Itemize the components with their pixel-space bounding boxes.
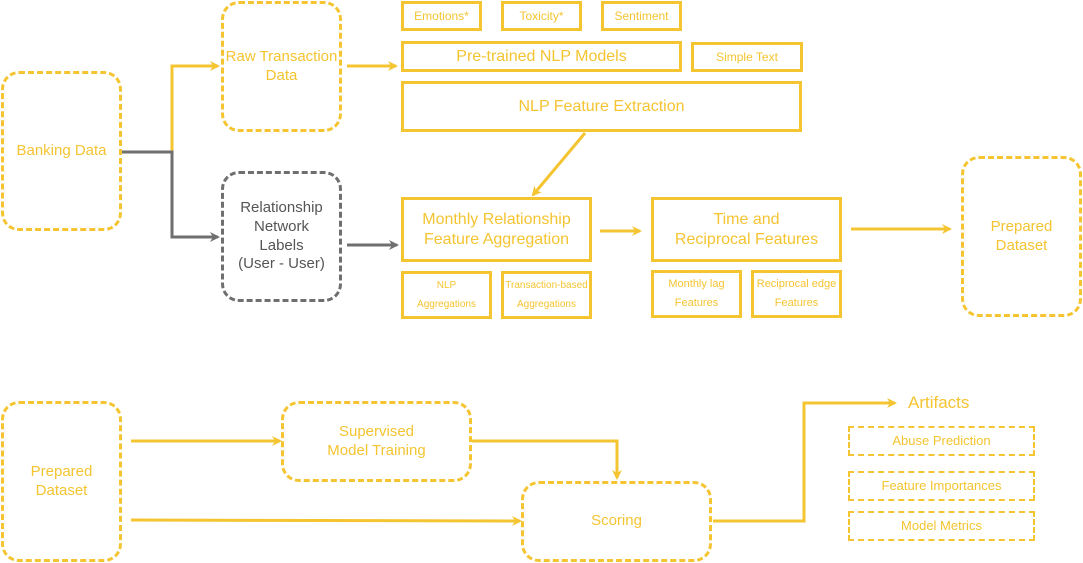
toxicity-model-box: Toxicity* [501, 1, 582, 31]
model-metrics-box: Model Metrics [848, 511, 1035, 541]
pretrained-nlp-models-box: Pre-trained NLP Models [401, 41, 682, 72]
nlp-aggregations-box: NLP Aggregations [401, 271, 492, 319]
edge-prepared-to-scoring [130, 515, 522, 526]
feature-importances-box: Feature Importances [848, 471, 1035, 501]
abuse-prediction-box: Abuse Prediction [848, 426, 1035, 456]
edge-scoring-to-artifacts [713, 398, 897, 523]
nlp-feature-extraction-box: NLP Feature Extraction [401, 81, 802, 132]
supervised-training-node: Supervised Model Training [281, 401, 472, 482]
edge-banking-to-labels [122, 150, 220, 242]
prepared-dataset-node-top: Prepared Dataset [961, 156, 1082, 317]
emotions-model-box: Emotions* [401, 1, 482, 31]
artifacts-title: Artifacts [908, 393, 970, 412]
monthly-lag-box: Monthly lag Features [651, 270, 742, 318]
prepared-dataset-node-bottom: Prepared Dataset [1, 401, 122, 562]
relationship-labels-node: Relationship Network Labels (User - User… [221, 171, 342, 302]
edge-training-to-scoring [472, 439, 622, 480]
edge-banking-to-raw [122, 61, 220, 154]
banking-data-node: Banking Data [1, 71, 122, 231]
monthly-aggregation-box: Monthly Relationship Feature Aggregation [401, 197, 592, 262]
transaction-aggregations-box: Transaction-based Aggregations [501, 271, 592, 319]
simple-text-box: Simple Text [691, 42, 803, 72]
sentiment-model-box: Sentiment [601, 1, 682, 31]
reciprocal-edge-box: Reciprocal edge Features [751, 270, 842, 318]
time-reciprocal-box: Time and Reciprocal Features [651, 197, 842, 262]
edge-extraction-to-aggregation [531, 132, 587, 197]
scoring-node: Scoring [521, 481, 712, 562]
raw-transaction-data-node: Raw Transaction Data [221, 1, 342, 132]
